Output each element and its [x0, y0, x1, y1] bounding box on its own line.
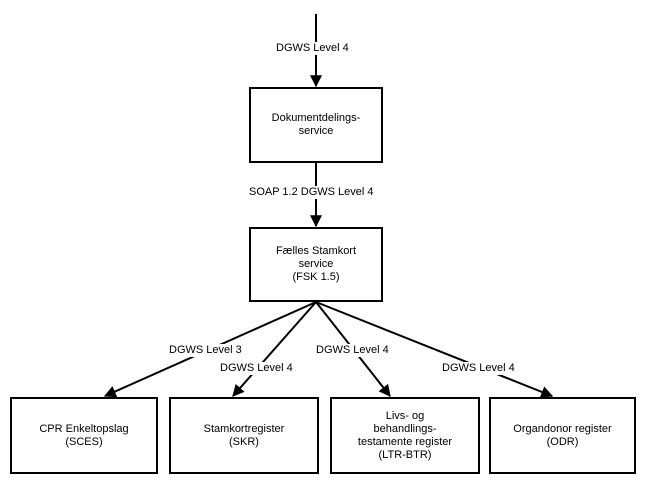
node-cpr-enkeltopslag: CPR Enkeltopslag (SCES) [10, 397, 158, 474]
node-label: Organdonor register (ODR) [513, 422, 612, 448]
node-label: CPR Enkeltopslag (SCES) [39, 422, 129, 448]
node-label: Dokumentdelings- service [271, 112, 361, 137]
node-organdonor-register: Organdonor register (ODR) [489, 397, 636, 474]
edge-label-fsk-to-cpr: DGWS Level 3 [168, 344, 243, 357]
node-dokumentdelings-service: Dokumentdelings- service [249, 87, 383, 163]
edge-fsk-to-odr [315, 301, 554, 398]
node-label: Fælles Stamkort service (FSK 1.5) [275, 245, 357, 283]
edge-label-fsk-to-ltr: DGWS Level 4 [315, 344, 390, 357]
node-livs-og-behandlingstestamente: Livs- og behandlings- testamente registe… [330, 397, 480, 474]
node-label: Livs- og behandlings- testamente registe… [357, 409, 453, 461]
edge-fsk-to-skr [232, 301, 317, 397]
edge-label-top-in: DGWS Level 4 [275, 42, 350, 55]
edge-label-dok-to-fsk: SOAP 1.2 DGWS Level 4 [248, 186, 375, 199]
node-faelles-stamkort-service: Fælles Stamkort service (FSK 1.5) [249, 227, 383, 302]
edge-label-fsk-to-odr: DGWS Level 4 [441, 362, 516, 375]
edge-label-fsk-to-skr: DGWS Level 4 [219, 362, 294, 375]
node-stamkortregister: Stamkortregister (SKR) [169, 397, 319, 474]
node-label: Stamkortregister (SKR) [203, 422, 285, 448]
